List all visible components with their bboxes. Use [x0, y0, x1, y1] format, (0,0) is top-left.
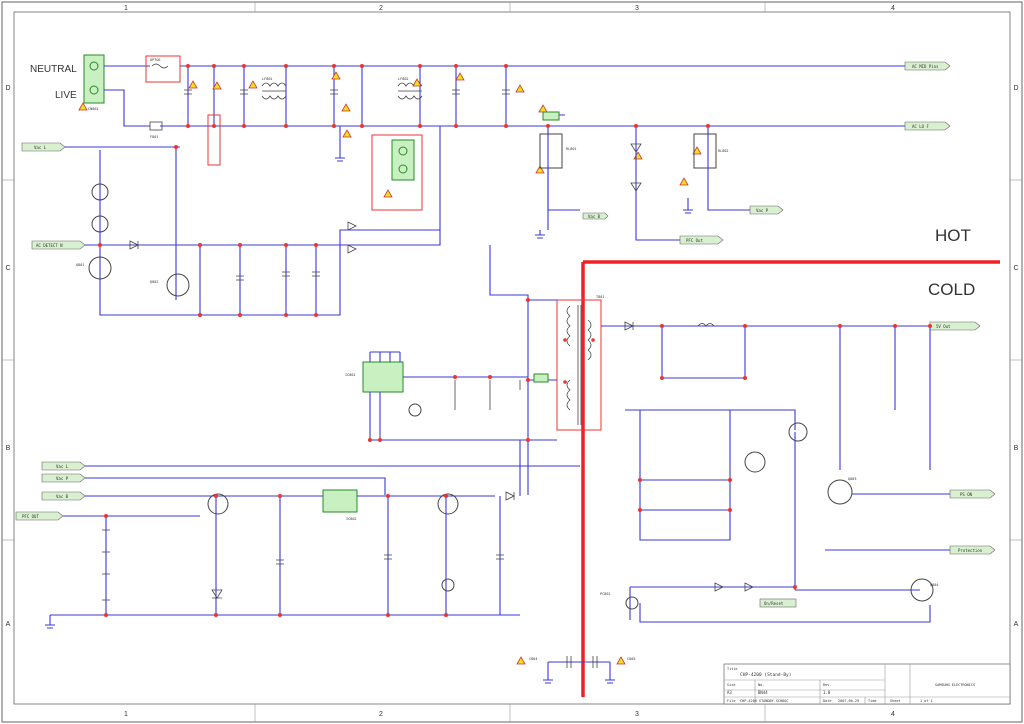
lf801-label: LF801 [262, 77, 273, 81]
title-value: CHP-4200 (Stand-By) [740, 672, 791, 678]
vac-p2-port: Vac P [56, 476, 69, 481]
q804-label: Q804 [930, 583, 938, 587]
vac-l2-port: Vac L [56, 464, 69, 469]
col-label-1-top: 1 [124, 5, 128, 12]
svg-text:BN44: BN44 [758, 690, 768, 695]
row-label-b-left: B [6, 445, 11, 452]
relay-rl802 [693, 133, 717, 169]
col-label-1-bottom: 1 [124, 711, 128, 718]
col-label-4-bottom: 4 [891, 711, 895, 718]
q803-label: Q803 [848, 477, 856, 481]
svg-text:Time: Time [868, 699, 876, 703]
col-label-2-top: 2 [379, 5, 383, 12]
relay-connector-box [371, 134, 423, 211]
isolation-boundary: HOT COLD [581, 226, 1000, 697]
company-name: SAMSUNG ELECTRONICS [935, 683, 975, 687]
ac-lo-port: AC LO F [904, 121, 951, 131]
svg-text:IC801: IC801 [345, 373, 356, 377]
svg-text:A3: A3 [727, 690, 732, 695]
ac-input-section: NEUTRAL LIVE CN801 OPTOS F801 LF801 LF80… [30, 54, 951, 211]
svg-text:Size: Size [727, 683, 735, 687]
col-label-2-bottom: 2 [379, 711, 383, 718]
pfc-out2-port: PFC OUT [22, 514, 39, 519]
ac-detect-port: AC DETECT N [36, 243, 63, 248]
relay-section: RL801 Vac B PFC Out RL802 Vac P [535, 111, 784, 245]
svg-text:Title: Title [727, 667, 738, 671]
svg-text:File: File [727, 699, 735, 703]
ac-input-connector [83, 54, 105, 104]
f801-label: F801 [150, 135, 158, 139]
cold-label: COLD [928, 280, 975, 299]
row-label-c-right: C [1013, 265, 1018, 272]
q801-label: Q801 [76, 263, 84, 267]
col-label-3-bottom: 3 [635, 711, 639, 718]
svg-text:1.0: 1.0 [823, 690, 831, 695]
svg-text:No.: No. [758, 683, 764, 687]
transformer-t801: T801 [556, 295, 604, 431]
svg-text:CHP-4200 STANDBY.SCHDOC: CHP-4200 STANDBY.SCHDOC [740, 699, 788, 703]
optos-box [145, 55, 181, 83]
svg-text:Vac P: Vac P [756, 208, 769, 213]
svg-text:AC MID Pins: AC MID Pins [912, 64, 939, 69]
optos-label: OPTOS [150, 58, 161, 62]
c804-label: C804 [529, 657, 537, 661]
col-label-3-top: 3 [635, 5, 639, 12]
row-label-d-left: D [5, 85, 10, 92]
title-block: Title CHP-4200 (Stand-By) Size A3 No. BN… [723, 663, 1011, 705]
row-label-c-left: C [5, 265, 10, 272]
svg-text:PFC Out: PFC Out [686, 238, 703, 243]
ac-mid-pins-port: AC MID Pins [904, 61, 951, 71]
svg-text:RL802: RL802 [718, 149, 729, 153]
row-label-b-right: B [1014, 445, 1019, 452]
lf802-choke: LF802 [397, 77, 423, 100]
feedback-section: Vac L Vac P Vac B PFC OUT IC802 [15, 440, 580, 629]
svg-text:T801: T801 [596, 295, 604, 299]
svg-text:Date: Date [823, 699, 831, 703]
ps-on-port: PS ON [960, 492, 973, 497]
on-reset-port: On/Reset [764, 601, 784, 606]
secondary-output-section: 5V Out Q803 PS ON Protection Q804 On/Res… [600, 321, 996, 623]
col-label-4-top: 4 [891, 5, 895, 12]
svg-text:Sheet: Sheet [890, 699, 901, 703]
neutral-label: NEUTRAL [30, 64, 77, 75]
protection-port: Protection [958, 548, 983, 553]
svg-text:Rev.: Rev. [823, 683, 831, 687]
hot-label: HOT [935, 226, 971, 245]
row-label-a-left: A [6, 621, 11, 628]
c805-label: C805 [627, 657, 635, 661]
svg-text:AC LO F: AC LO F [912, 124, 929, 129]
relay-rl801 [539, 133, 563, 169]
junction-dots [98, 64, 932, 617]
q802-label: Q802 [150, 280, 158, 284]
svg-text:RL801: RL801 [566, 147, 577, 151]
primary-pwm-section: IC801 [345, 245, 557, 495]
svg-text:IC802: IC802 [346, 517, 357, 521]
lf802-label: LF802 [398, 77, 409, 81]
vac-b2-port: Vac B [56, 494, 69, 499]
svg-text:Vac B: Vac B [588, 214, 601, 219]
row-label-a-right: A [1014, 621, 1019, 628]
standby-control-section: Vac L AC DETECT N Q801 Q802 [21, 126, 441, 316]
driver-ic-ic802 [322, 489, 358, 513]
ac-ground [335, 126, 345, 162]
p5v-port: 5V Out [936, 324, 951, 329]
y-cap-section: C804 C805 [516, 656, 635, 684]
cn801-label: CN801 [88, 107, 99, 111]
pwm-ic-ic801 [362, 361, 404, 393]
live-label: LIVE [55, 90, 77, 101]
row-label-d-right: D [1013, 85, 1018, 92]
svg-text:2007-06-29: 2007-06-29 [838, 699, 859, 703]
pc801-label: PC801 [600, 592, 611, 596]
vac-l-port: Vac L [34, 145, 47, 150]
lf801-choke: LF801 [261, 77, 287, 100]
svg-text:1 of 1: 1 of 1 [920, 699, 933, 703]
